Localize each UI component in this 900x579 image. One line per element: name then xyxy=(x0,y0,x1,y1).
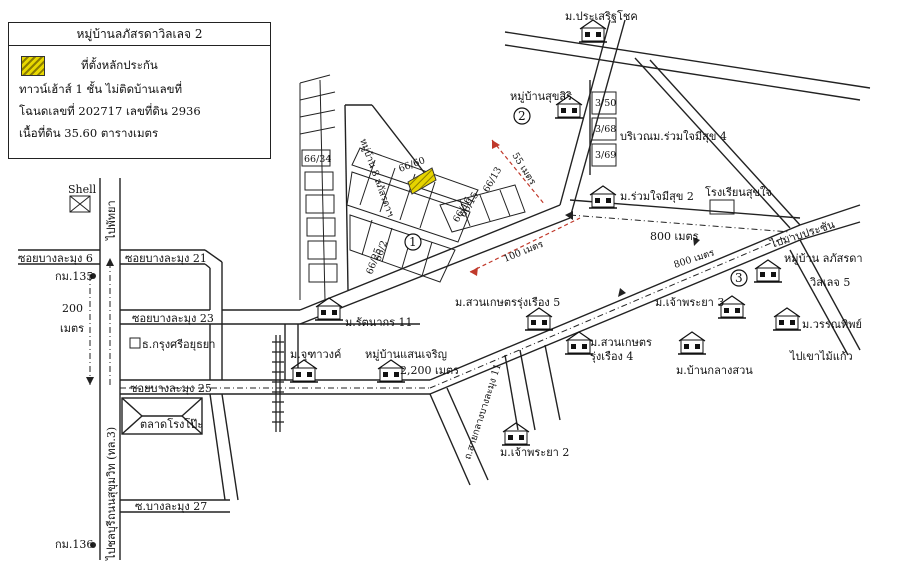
village-saencharoen: หมู่บ้านแสนเจริญ xyxy=(365,348,447,361)
collateral-plot xyxy=(407,167,437,195)
marker-1-label: 1 xyxy=(409,235,417,249)
route-lines xyxy=(89,214,791,389)
house-3-69: 3/69 xyxy=(595,150,616,161)
shell-station-icon xyxy=(69,195,91,213)
bank-box xyxy=(129,337,141,349)
village-chukwang: ม.จุฑาวงค์ xyxy=(290,348,341,361)
landmark-km135: กม.135 xyxy=(55,270,93,283)
landmark-bank: ธ.กรุงศรีอยุธยา xyxy=(142,338,215,351)
village-lapasrada: หมู่บ้าน ลภัสรดา xyxy=(784,252,863,265)
marker-1 xyxy=(404,233,422,251)
legend-line-3: เนื้อที่ดิน 35.60 ตารางเมตร xyxy=(19,126,159,140)
marker-3-label: 3 xyxy=(735,271,743,285)
road-network xyxy=(18,19,871,560)
collateral-swatch xyxy=(21,56,45,76)
road-label-prasertchoke: ม.ประเสริฐโชค xyxy=(565,9,638,23)
road-label-to-pong: ไปเขาไม้แก้ว xyxy=(789,350,853,363)
landmark-distance-800a: 800 เมตร xyxy=(650,230,699,243)
landmark-school: โรงเรียนสุขใจ xyxy=(705,185,772,199)
house-66-13: 66/13 xyxy=(481,165,504,194)
village-saencharoen-2: 2,200 เมตร xyxy=(400,364,459,377)
village-icons xyxy=(289,19,802,446)
village-lapasrada-2: วิลเลจ 5 xyxy=(809,276,850,289)
village-suankaset5: ม.สวนเกษตรรุ่งเรือง 5 xyxy=(455,296,560,309)
road-label-to-rayong: ไปพัทยา xyxy=(105,200,118,241)
road-label-soi25: ซอยบางละมุง 25 xyxy=(130,382,212,395)
village-chaopraya3: ม.เจ้าพระยา 3 xyxy=(655,296,724,309)
village-chaopraya2: ม.เจ้าพระยา 2 xyxy=(500,446,569,459)
marker-2-label: 2 xyxy=(518,109,526,123)
marker-2 xyxy=(513,107,531,125)
road-label-soi23: ซอยบางละมุง 23 xyxy=(132,312,214,325)
village-suankaset4: ม.สวนเกษตร xyxy=(590,336,652,349)
house-66-60: 66/60 xyxy=(397,155,427,175)
landmark-distance-55: 55 เมตร xyxy=(509,151,537,187)
village-borivan: บริเวณม.ร่วมใจมีสุข 4 xyxy=(620,130,727,143)
km135-marker xyxy=(90,273,96,279)
legend-box: หมู่บ้านลภัสรดาวิลเลจ 2 ที่ตั้งหลักประกั… xyxy=(8,22,271,159)
railway-track xyxy=(272,335,284,432)
house-3-50: 3/50 xyxy=(595,98,616,109)
road-label-to-map-prachan: ไปมาบประชัน xyxy=(768,218,837,251)
village-warunthip: ม.วรรณทิพย์ xyxy=(802,318,862,331)
house-3-68: 3/68 xyxy=(595,124,616,135)
legend-title: หมู่บ้านลภัสรดาวิลเลจ 2 xyxy=(9,23,270,46)
landmark-distance-200-unit: เมตร xyxy=(60,322,84,335)
market-building xyxy=(121,397,203,435)
legend-line-2: โฉนดเลขที่ 202717 เลขที่ดิน 2936 xyxy=(19,104,201,118)
road-label-soi6: ซอยบางละมุง 6 xyxy=(18,252,93,265)
village-ruamjai2: ม.ร่วมใจมีสุข 2 xyxy=(620,190,694,203)
house-66-34: 66/34 xyxy=(304,154,331,165)
village-rattanakorn: ม.รัตนากร 11 xyxy=(345,316,413,329)
legend-marker-label: ที่ตั้งหลักประกัน xyxy=(81,58,158,72)
numbered-markers xyxy=(404,107,748,287)
village-suankaset4-2: รุ่งเรือง 4 xyxy=(590,350,633,363)
landmark-shell: Shell xyxy=(68,183,97,196)
road-label-soi21: ซอยบางละมุง 21 xyxy=(125,252,207,265)
landmark-market: ตลาดโรงโป๊ะ xyxy=(140,417,203,431)
road-label-sukhumvit: ถนนสุขุมวิท (ทล.3) xyxy=(105,427,118,520)
road-label-soi27: ซ.บางละมุง 27 xyxy=(135,500,207,513)
legend-line-1: ทาวน์เฮ้าส์ 1 ชั้น ไม่ติดบ้านเลขที่ xyxy=(19,82,183,96)
landmark-distance-200: 200 xyxy=(62,302,83,315)
road-label-to-chonburi: ไปชลบุรี xyxy=(105,520,118,561)
landmark-km136: กม.136 xyxy=(55,538,93,551)
arrow-heads xyxy=(86,140,700,385)
marker-3 xyxy=(730,269,748,287)
village-klangsuan: ม.บ้านกลางสวน xyxy=(676,364,753,377)
landmark-distance-800b: 800 เมตร xyxy=(673,247,716,270)
estate-blocks xyxy=(299,74,735,301)
km136-marker xyxy=(90,542,96,548)
village-suksiri: หมู่บ้านสุขสิริ xyxy=(510,90,572,103)
